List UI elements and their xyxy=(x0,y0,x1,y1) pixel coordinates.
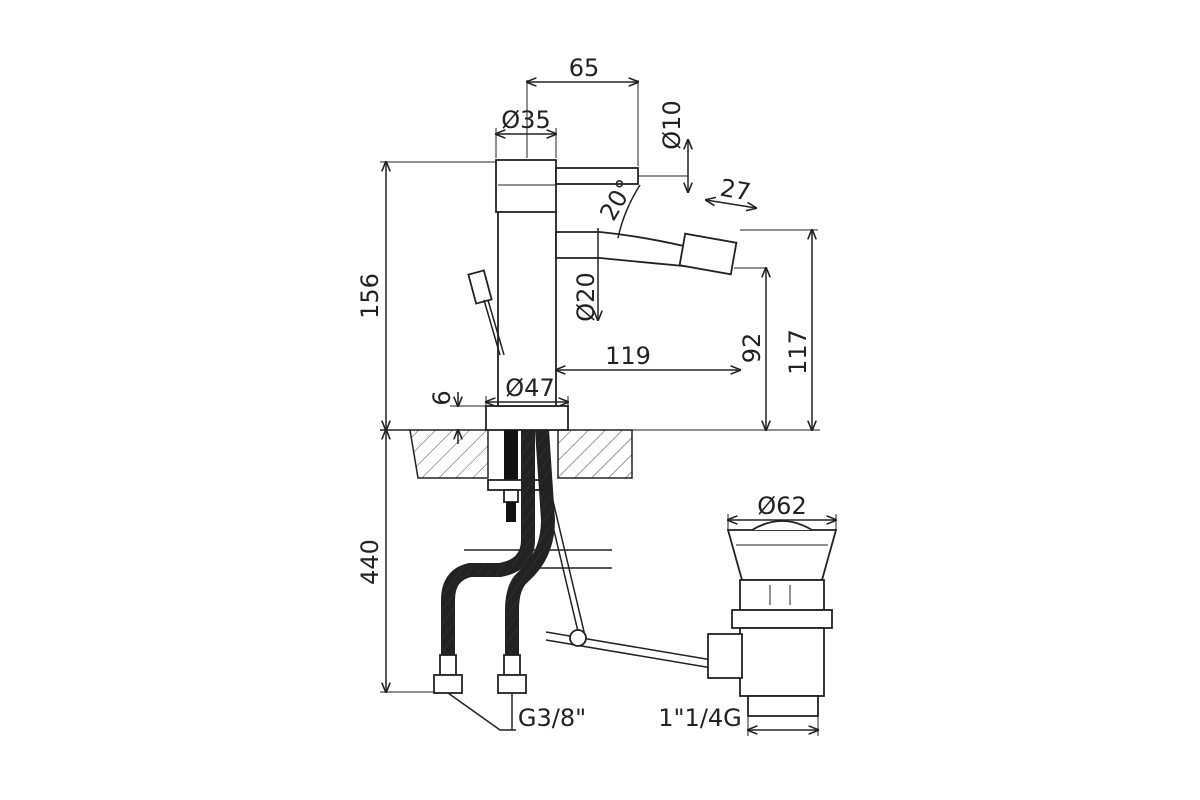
dim-waste-thread: 1"1/4G xyxy=(658,704,742,732)
dim-spout-height: 117 xyxy=(784,329,812,375)
dim-lever-diameter: Ø10 xyxy=(658,100,686,149)
dim-base-thickness: 6 xyxy=(428,390,456,405)
dim-spout-reach: 119 xyxy=(605,342,651,370)
dim-spout-diameter: Ø20 xyxy=(572,272,600,321)
dim-outlet-height: 92 xyxy=(738,333,766,364)
faucet-body xyxy=(467,159,766,431)
mounting-stud xyxy=(487,430,549,522)
dim-handle-reach: 65 xyxy=(569,54,600,82)
dim-nozzle-head: 27 xyxy=(718,174,753,207)
popup-linkage xyxy=(541,479,713,669)
waste-valve xyxy=(707,520,838,717)
dim-hose-thread: G3/8" xyxy=(518,704,586,732)
dim-total-height: 156 xyxy=(356,273,384,319)
dim-hose-length: 440 xyxy=(356,539,384,585)
dim-body-diameter: Ø35 xyxy=(501,106,550,134)
countertop-section xyxy=(380,429,633,479)
dim-waste-diameter: Ø62 xyxy=(757,492,806,520)
dim-base-diameter: Ø47 xyxy=(505,374,554,402)
dimension-lines xyxy=(380,80,836,736)
flexible-hoses xyxy=(433,429,612,694)
